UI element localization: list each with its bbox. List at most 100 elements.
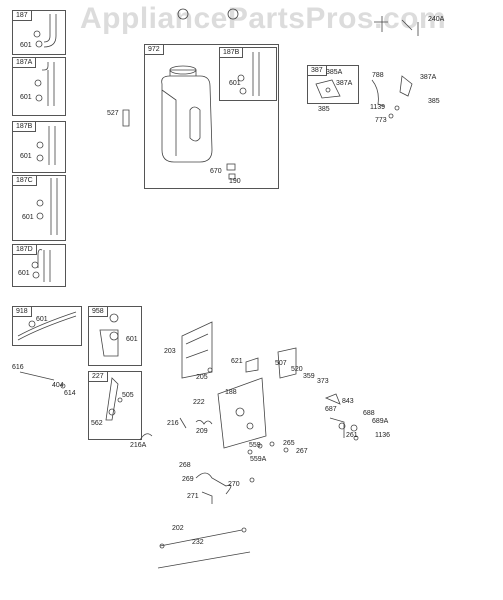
label-773: 773 [375, 117, 387, 124]
label-359: 359 [303, 373, 315, 380]
label-387a: 387A [336, 80, 353, 87]
box-187a: 187A [12, 57, 66, 116]
governor-lever [315, 79, 341, 99]
cable-269 [195, 472, 232, 495]
label-614: 614 [64, 390, 76, 397]
lever-227 [105, 377, 119, 421]
label-621: 621 [231, 358, 243, 365]
hose-187d [37, 249, 51, 282]
label-670: 670 [210, 168, 222, 175]
label-373: 373 [317, 378, 329, 385]
box-tag: 187B [13, 122, 37, 132]
box-tag: 187C [13, 176, 37, 186]
label-505: 505 [122, 392, 134, 399]
label-1139: 1139 [370, 104, 386, 111]
hose-187 [43, 14, 51, 43]
label-385: 385 [428, 98, 440, 105]
label-265: 265 [283, 440, 295, 447]
switch-621 [245, 357, 259, 373]
spring-216a [139, 433, 153, 441]
box-187b: 187B [12, 121, 66, 173]
label-601: 601 [126, 336, 138, 343]
clamp-icon [33, 30, 41, 38]
label-387a: 387A [420, 74, 437, 81]
label-689a: 689A [372, 418, 389, 425]
box-tag: 227 [89, 372, 108, 382]
label-385a: 385A [326, 69, 343, 76]
label-404: 404 [52, 382, 64, 389]
rod-616 [19, 371, 55, 381]
lever-788 [371, 79, 385, 107]
control-plate-203 [181, 321, 213, 379]
fitting-958 [99, 329, 119, 357]
box-187d: 187D [12, 244, 66, 287]
label-190: 190 [229, 178, 241, 185]
valve-670 [226, 163, 236, 171]
label-270: 270 [228, 481, 240, 488]
box-187: 187 [12, 10, 66, 55]
label-601: 601 [20, 42, 32, 49]
label-843: 843 [342, 398, 354, 405]
box-958: 958 [88, 306, 142, 366]
label-788: 788 [372, 72, 384, 79]
box-tag: 187 [13, 11, 32, 21]
label-601: 601 [229, 80, 241, 87]
label-601: 601 [20, 94, 32, 101]
watermark: AppliancePartsPros.com [80, 2, 447, 35]
box-187c: 187C [12, 175, 66, 241]
link-918 [17, 311, 77, 337]
bracket-527 [122, 109, 130, 127]
label-240a: 240A [428, 16, 445, 23]
label-202: 202 [172, 525, 184, 532]
spring-209 [195, 420, 213, 425]
label-559a: 559A [250, 456, 267, 463]
fuel-tank [161, 75, 213, 163]
label-216a: 216A [130, 442, 147, 449]
cable-232 [157, 551, 251, 569]
label-688: 688 [363, 410, 375, 417]
label-687: 687 [325, 406, 337, 413]
label-232: 232 [192, 539, 204, 546]
label-527: 527 [107, 110, 119, 117]
box-tag: 187A [13, 58, 37, 68]
label-205: 205 [196, 374, 208, 381]
label-269: 269 [182, 476, 194, 483]
label-562: 562 [91, 420, 103, 427]
label-520: 520 [291, 366, 303, 373]
label-601: 601 [22, 214, 34, 221]
box-tag: 387 [308, 66, 327, 76]
fitting-icon [374, 16, 388, 32]
box-227: 227 [88, 371, 142, 440]
label-188: 188 [225, 389, 237, 396]
box-tag: 918 [13, 307, 32, 317]
label-385: 385 [318, 106, 330, 113]
label-267: 267 [296, 448, 308, 455]
hose-187a [42, 62, 49, 71]
label-507: 507 [275, 360, 287, 367]
cable-202 [159, 529, 243, 547]
label-601: 601 [18, 270, 30, 277]
hose-187b [48, 126, 56, 165]
label-1136: 1136 [375, 432, 391, 439]
label-261: 261 [346, 432, 358, 439]
label-222: 222 [193, 399, 205, 406]
hose-187c [50, 178, 58, 235]
label-216: 216 [167, 420, 179, 427]
box-tag: 972 [145, 45, 164, 55]
label-271: 271 [187, 493, 199, 500]
box-tag: 187D [13, 245, 37, 255]
box-tag: 958 [89, 307, 108, 317]
label-209: 209 [196, 428, 208, 435]
label-601: 601 [36, 316, 48, 323]
label-559: 559 [249, 442, 261, 449]
box-918: 918 [12, 306, 82, 346]
label-616: 616 [12, 364, 24, 371]
label-601: 601 [20, 153, 32, 160]
box-387: 387 [307, 65, 359, 104]
label-268: 268 [179, 462, 191, 469]
control-bracket-222 [217, 377, 267, 449]
label-203: 203 [164, 348, 176, 355]
box-972-187b: 187B [219, 47, 277, 101]
box-972: 972 [144, 44, 279, 189]
